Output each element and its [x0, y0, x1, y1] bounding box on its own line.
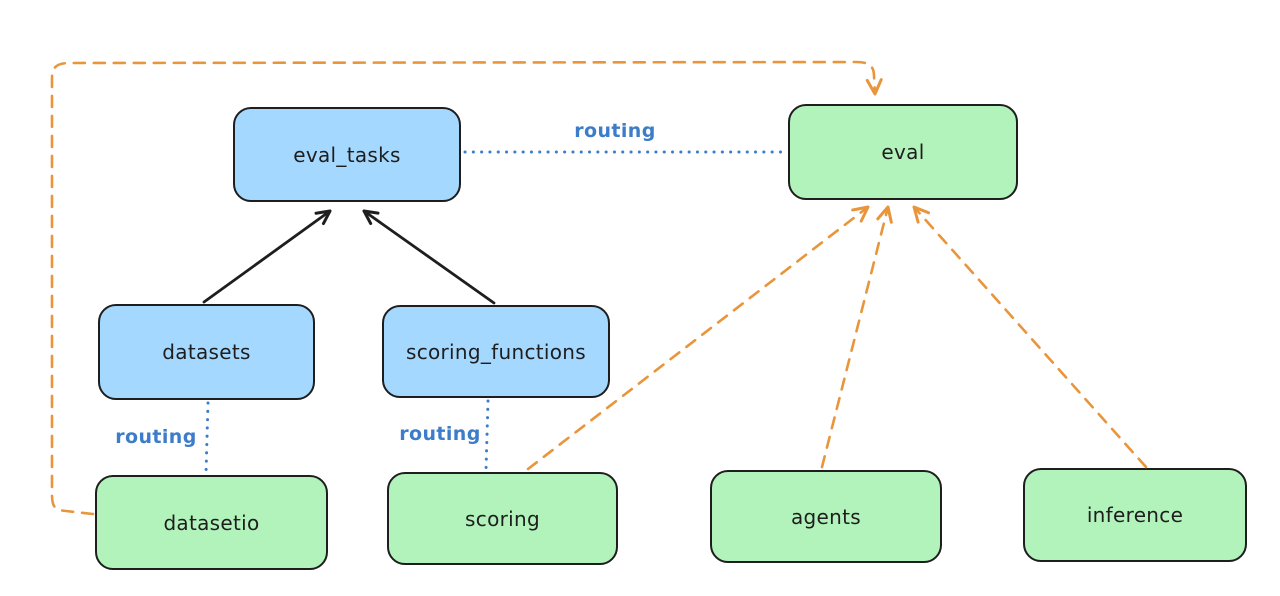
edge-scoring-functions-to-scoring — [484, 399, 490, 472]
node-agents: agents — [710, 470, 942, 563]
edge-inference-to-eval — [912, 205, 1148, 469]
node-datasetio-label: datasetio — [163, 510, 260, 535]
node-scoring: scoring — [387, 472, 618, 565]
node-inference: inference — [1023, 468, 1247, 562]
node-datasetio: datasetio — [95, 475, 328, 570]
node-eval-label: eval — [881, 140, 925, 164]
edge-label-routing-datasets-datasetio: routing — [115, 426, 197, 448]
node-eval-tasks: eval_tasks — [233, 107, 461, 202]
node-agents-label: agents — [791, 504, 861, 529]
edge-label-routing-eval-tasks-eval: routing — [574, 120, 656, 142]
node-eval-tasks-label: eval_tasks — [293, 142, 401, 167]
edge-label-routing-scoring-functions-scoring: routing — [399, 423, 481, 445]
node-scoring-functions-label: scoring_functions — [405, 339, 587, 364]
edge-datasets-to-datasetio — [204, 401, 210, 475]
node-scoring-label: scoring — [465, 506, 540, 531]
node-inference-label: inference — [1086, 503, 1184, 527]
node-scoring-functions: scoring_functions — [382, 305, 610, 398]
node-eval: eval — [788, 104, 1018, 200]
node-datasets: datasets — [98, 304, 315, 400]
edge-datasets-to-eval-tasks — [202, 209, 332, 304]
edge-agents-to-eval — [820, 205, 893, 469]
edge-scoring-functions-to-eval-tasks — [362, 209, 496, 305]
node-datasets-label: datasets — [162, 340, 251, 364]
